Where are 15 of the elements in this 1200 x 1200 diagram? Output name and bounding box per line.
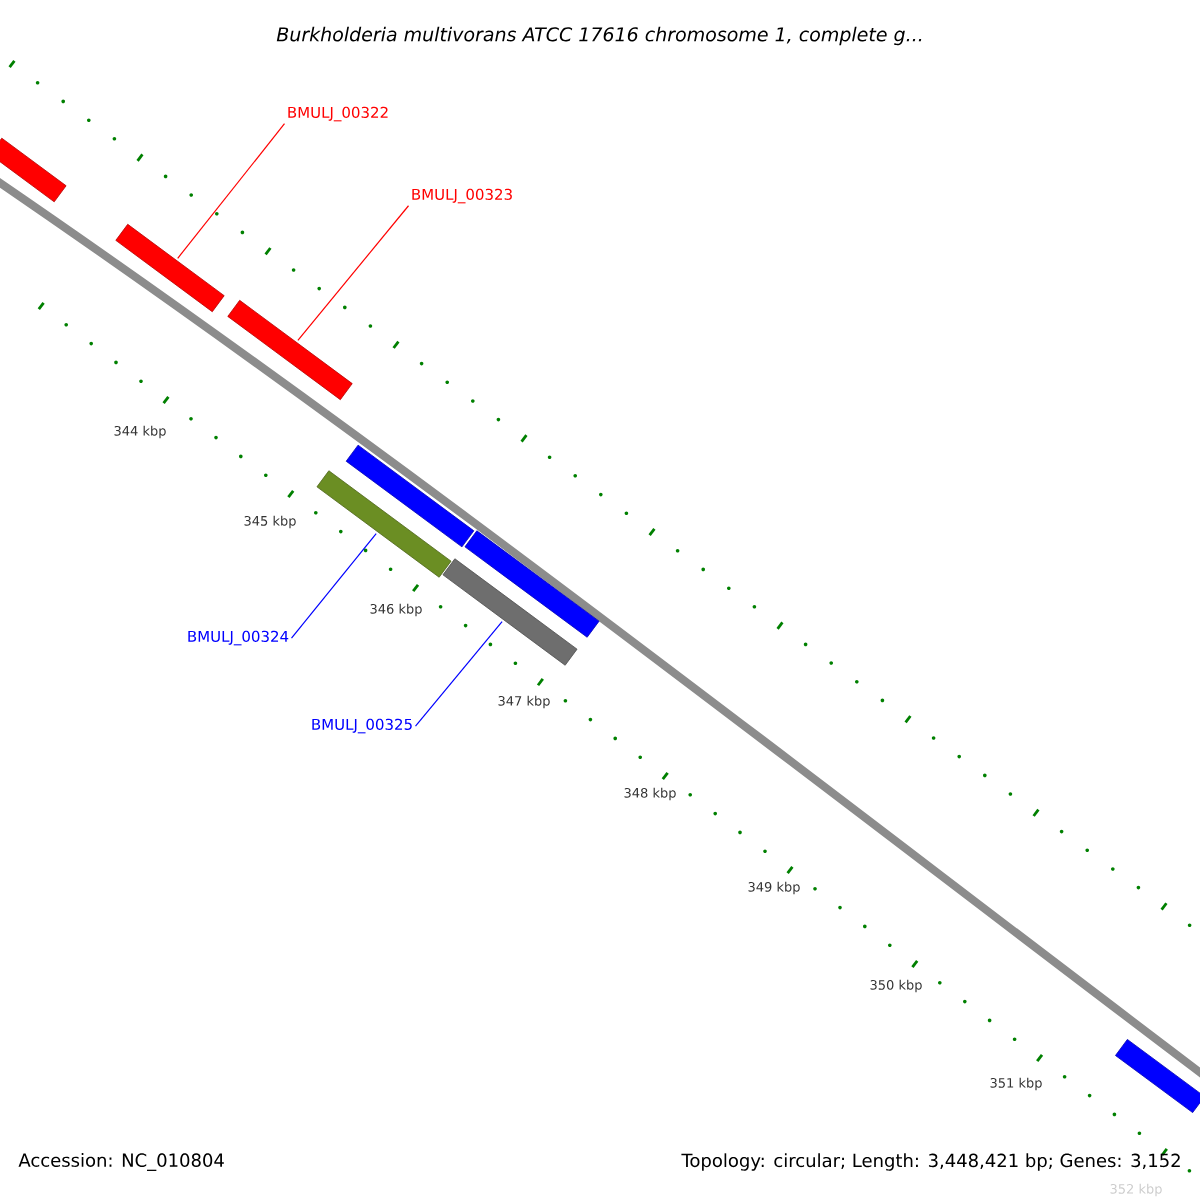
gene-bar	[316, 470, 452, 578]
leader-line	[297, 205, 410, 341]
leader-line	[177, 123, 286, 259]
leader-line	[290, 533, 377, 639]
genome-summary-text: Topology: circular; Length: 3,448,421 bp; Genes: 3,152	[681, 1153, 1180, 1171]
leader-line	[414, 620, 503, 727]
gene-bar	[442, 558, 578, 666]
gene-bar	[0, 137, 67, 203]
gene-bar	[345, 444, 475, 548]
accession-text: Accession: NC_010804	[18, 1153, 224, 1171]
gene-bar	[464, 530, 600, 638]
gene-bar	[1115, 1039, 1200, 1113]
title: Burkholderia multivorans ATCC 17616 chromosome 1, complete g...	[276, 26, 922, 46]
gene-bar	[227, 299, 353, 401]
gene-bar	[115, 223, 225, 313]
